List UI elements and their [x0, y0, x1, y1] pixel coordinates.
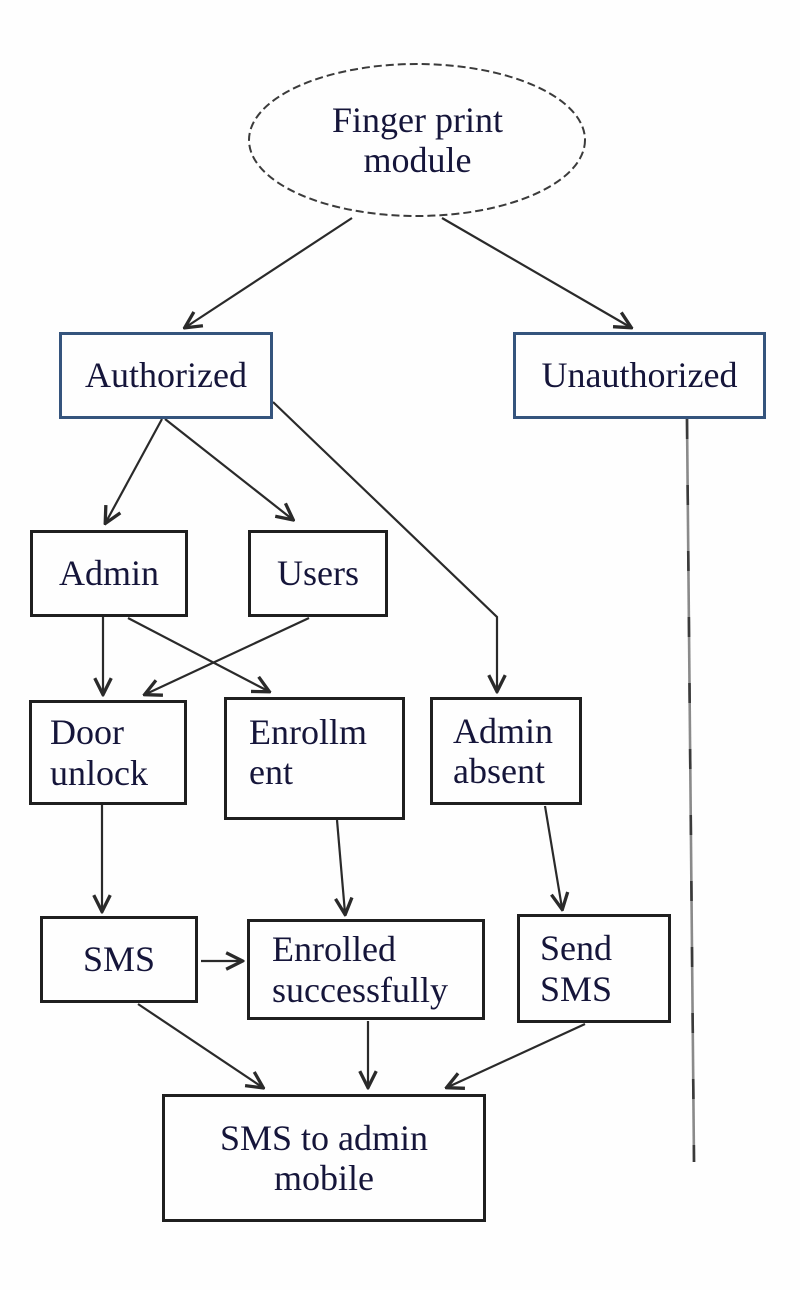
- edge-authorized-users: [164, 418, 292, 519]
- node-users-label: Users: [277, 553, 359, 594]
- node-authorized-label: Authorized: [85, 355, 247, 396]
- node-sms: SMS: [40, 916, 198, 1003]
- edge-authorized-admin-absent: [272, 401, 497, 690]
- fingerprint-ellipse-outline: [248, 63, 586, 217]
- edge-unauthorized-line: [685, 418, 696, 1163]
- node-admin-absent-label: Admin absent: [453, 710, 554, 791]
- node-admin-absent: Admin absent: [430, 697, 582, 805]
- node-enrollment-label: Enrollm ent: [249, 712, 367, 793]
- node-fingerprint-module-label: Finger print module: [332, 99, 503, 180]
- edge-admin-enrollment: [127, 617, 268, 691]
- node-enrolled-successfully-label: Enrolled successfully: [272, 929, 448, 1010]
- node-send-sms: Send SMS: [517, 914, 671, 1023]
- node-sms-to-admin-mobile: SMS to admin mobile: [162, 1094, 486, 1222]
- node-enrolled-successfully: Enrolled successfully: [247, 919, 485, 1020]
- edge-sms-sms-to-admin: [137, 1003, 262, 1087]
- node-door-unlock-label: Door unlock: [50, 712, 148, 793]
- node-door-unlock: Door unlock: [29, 700, 187, 805]
- edge-fingerprint-unauthorized: [441, 217, 630, 327]
- node-admin: Admin: [30, 530, 188, 617]
- node-users: Users: [248, 530, 388, 617]
- edge-users-door-unlock: [146, 617, 310, 694]
- node-authorized: Authorized: [59, 332, 273, 419]
- edge-send-sms-sms-to-admin: [448, 1023, 586, 1087]
- node-admin-label: Admin: [58, 553, 159, 594]
- edge-admin-absent-send-sms: [543, 805, 562, 908]
- node-unauthorized: Unauthorized: [513, 332, 766, 419]
- edge-fingerprint-authorized: [186, 217, 353, 327]
- node-unauthorized-label: Unauthorized: [541, 355, 738, 396]
- edge-authorized-admin: [106, 418, 163, 522]
- node-sms-to-admin-mobile-label: SMS to admin mobile: [219, 1117, 429, 1198]
- node-send-sms-label: Send SMS: [540, 928, 613, 1009]
- node-sms-label: SMS: [82, 939, 156, 980]
- node-enrollment: Enrollm ent: [224, 697, 405, 820]
- node-fingerprint-module: Finger print module: [250, 64, 585, 216]
- edge-enrollment-enrolled: [337, 819, 345, 913]
